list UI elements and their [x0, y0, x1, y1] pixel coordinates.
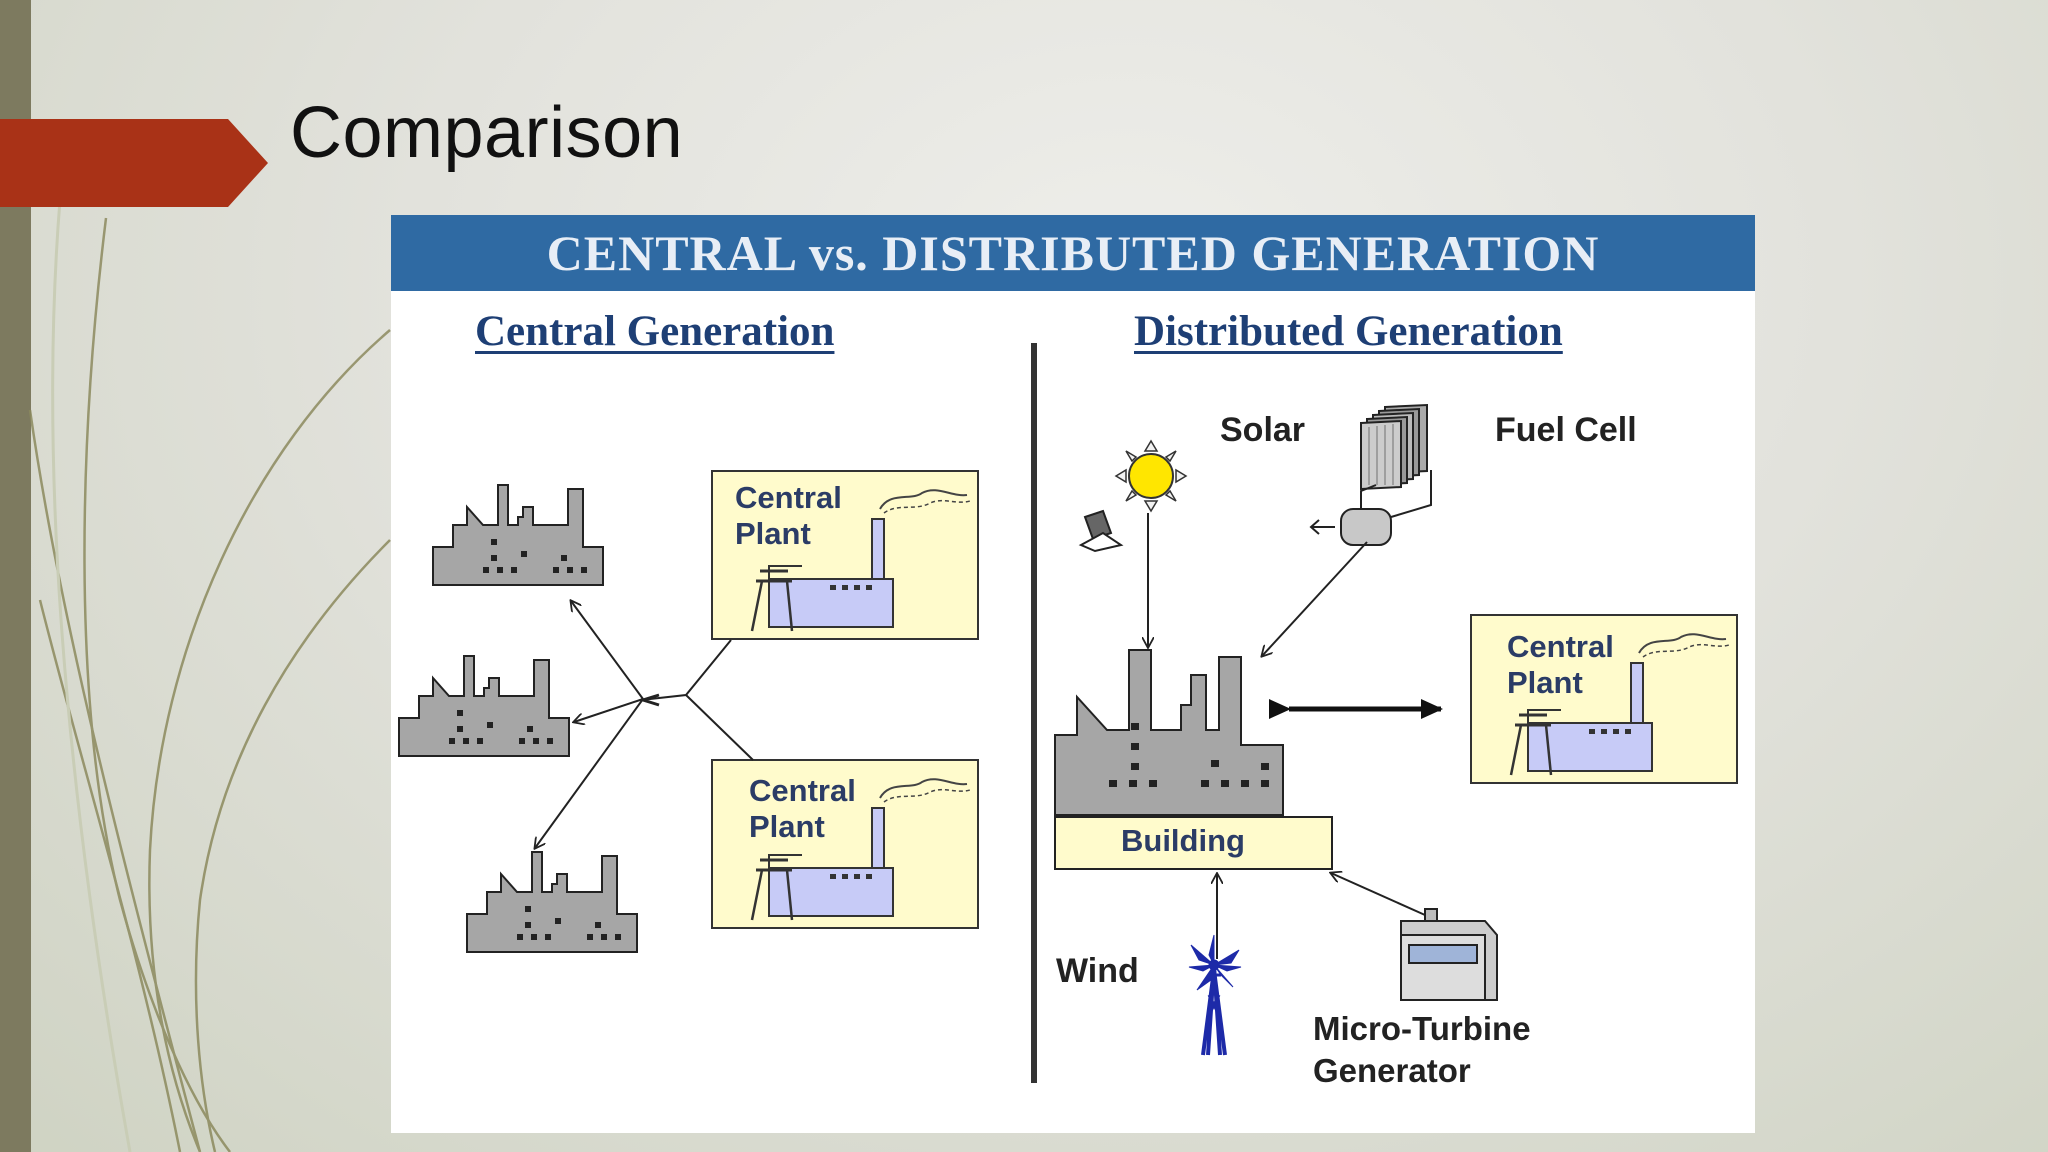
- title-accent-arrow: [0, 119, 268, 207]
- factory-icon: [432, 484, 604, 586]
- factory-icon: [398, 655, 570, 757]
- fuel-cell-label: Fuel Cell: [1495, 411, 1637, 449]
- slide-title: Comparison: [290, 93, 684, 173]
- central-plant-label: Central Plant: [735, 480, 842, 551]
- building-factory-icon: [1054, 649, 1333, 870]
- section-divider: [1031, 343, 1037, 1083]
- distributed-input-arrows: [1148, 513, 1426, 959]
- diagram-figure: CENTRAL vs. DISTRIBUTED GENERATION Centr…: [391, 215, 1755, 1133]
- wind-turbine-icon: [1188, 934, 1242, 1056]
- central-plant-label: Central Plant: [1507, 629, 1614, 700]
- distributed-generation-heading: Distributed Generation: [1134, 308, 1563, 355]
- building-label: Building: [1121, 823, 1245, 858]
- wind-label: Wind: [1056, 952, 1139, 990]
- central-generation-heading: Central Generation: [475, 308, 835, 355]
- decorative-curves: [28, 199, 391, 1152]
- diagram-art: [398, 343, 1739, 1083]
- solar-panel-icon: [1078, 509, 1124, 553]
- central-plant-label: Central Plant: [749, 773, 856, 844]
- fuel-cell-icon: [1309, 403, 1432, 546]
- solar-label: Solar: [1220, 411, 1306, 449]
- micro-turbine-icon: [1400, 908, 1498, 1001]
- central-distribution-arrows: [535, 601, 754, 848]
- diagram-banner-title: CENTRAL vs. DISTRIBUTED GENERATION: [391, 215, 1755, 291]
- sun-icon: [1114, 439, 1188, 513]
- factory-icon: [466, 851, 638, 953]
- micro-turbine-label: Micro-Turbine Generator: [1313, 1010, 1531, 1089]
